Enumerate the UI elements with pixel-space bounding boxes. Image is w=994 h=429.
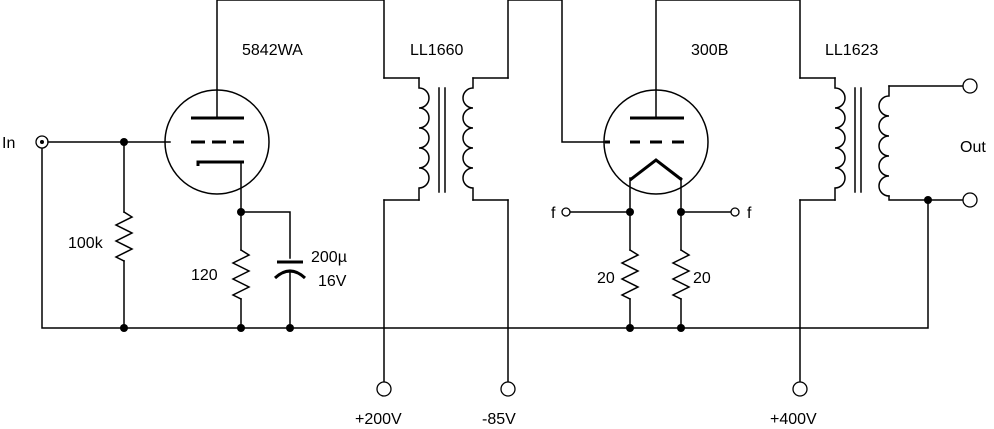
bias-85v-label: -85V bbox=[482, 411, 516, 428]
cathode-resistor bbox=[231, 248, 251, 301]
filament-right-terminal[interactable] bbox=[730, 207, 740, 217]
input-resistor-label: 100k bbox=[68, 235, 104, 252]
ground-bus bbox=[41, 141, 929, 329]
capacitor-voltage-label: 16V bbox=[318, 273, 347, 290]
filament-right-resistor bbox=[671, 248, 691, 301]
bypass-capacitor bbox=[273, 260, 307, 280]
cathode-resistor-label: 120 bbox=[191, 267, 218, 284]
supply-200v-label: +200V bbox=[355, 411, 402, 428]
transformer1-label: LL1660 bbox=[410, 42, 463, 59]
output-label: Out bbox=[960, 139, 986, 156]
output-wire-bottom bbox=[888, 195, 964, 201]
tube1-label: 5842WA bbox=[242, 42, 303, 59]
interstage-wire bbox=[507, 0, 606, 143]
output-terminal-bottom[interactable] bbox=[962, 192, 978, 208]
supply-400v-terminal[interactable] bbox=[792, 381, 808, 397]
cathode-to-cap-wire bbox=[240, 211, 291, 259]
input-jack[interactable] bbox=[35, 135, 49, 149]
filament-right-resistor-label: 20 bbox=[693, 270, 711, 287]
tube2-label: 300B bbox=[691, 42, 728, 59]
junction-cathode-resistor-ground bbox=[237, 324, 245, 332]
junction-input-ground bbox=[120, 324, 128, 332]
output-terminal-top[interactable] bbox=[962, 78, 978, 94]
filament-left-label: f bbox=[551, 205, 556, 222]
tube2-plate-wire bbox=[655, 0, 801, 119]
filament-left-terminal[interactable] bbox=[561, 207, 571, 217]
input-resistor bbox=[114, 210, 134, 263]
transformer2-label: LL1623 bbox=[825, 42, 878, 59]
input-label: In bbox=[2, 135, 15, 152]
transformer-ll1623 bbox=[799, 77, 890, 201]
filament-left-resistor-label: 20 bbox=[597, 270, 615, 287]
bias-85v-terminal[interactable] bbox=[500, 381, 516, 397]
junction-output-ground bbox=[924, 196, 932, 204]
junction-filament-left-ground bbox=[626, 324, 634, 332]
supply-400v-label: +400V bbox=[770, 411, 817, 428]
filament-left-resistor bbox=[620, 248, 640, 301]
capacitor-value-label: 200µ bbox=[311, 249, 347, 266]
tube1-plate-wire bbox=[216, 0, 385, 119]
supply-200v-terminal[interactable] bbox=[376, 381, 392, 397]
transformer-ll1660 bbox=[383, 77, 509, 201]
junction-filament-right-ground bbox=[677, 324, 685, 332]
junction-capacitor-ground bbox=[286, 324, 294, 332]
filament-right-label: f bbox=[747, 205, 752, 222]
